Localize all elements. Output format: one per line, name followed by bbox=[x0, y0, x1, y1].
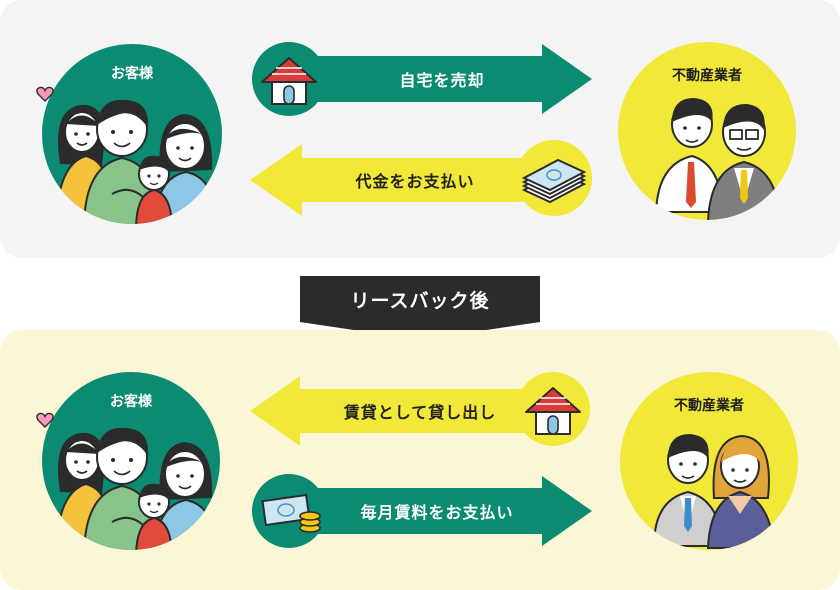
arrow-shape bbox=[250, 376, 560, 446]
company-label: 不動産業者 bbox=[672, 68, 742, 84]
heart-icon bbox=[36, 86, 54, 102]
leaseback-banner: リースバック後 bbox=[300, 276, 540, 340]
arrow-lease: 賃貸として貸し出し bbox=[250, 376, 590, 446]
cash-coins-icon bbox=[261, 494, 321, 533]
arrow-rent-label: 毎月賃料をお支払い bbox=[360, 503, 514, 522]
arrow-sell-label: 自宅を売却 bbox=[399, 71, 485, 90]
arrow-shape bbox=[250, 144, 560, 216]
house-badge bbox=[252, 42, 326, 116]
customer-circle-before: お客様 bbox=[42, 44, 222, 224]
banner-shape bbox=[300, 276, 540, 340]
house-icon bbox=[525, 387, 581, 435]
cash-badge bbox=[252, 474, 326, 548]
banner-label: リースバック後 bbox=[350, 289, 490, 312]
arrow-lease-label: 賃貸として貸し出し bbox=[343, 403, 497, 422]
heart-icon bbox=[36, 412, 54, 428]
company-label: 不動産業者 bbox=[674, 398, 744, 414]
arrow-payment-label: 代金をお支払い bbox=[355, 172, 475, 191]
arrow-sell-home: 自宅を売却 bbox=[252, 44, 592, 114]
company-circle-before: 不動産業者 bbox=[618, 42, 796, 220]
money-badge bbox=[516, 140, 592, 216]
customer-circle-after: お客様 bbox=[42, 372, 220, 550]
arrow-payment: 代金をお支払い bbox=[250, 144, 590, 216]
customer-label: お客様 bbox=[111, 66, 153, 82]
money-stack-icon bbox=[523, 159, 585, 203]
company-circle-after: 不動産業者 bbox=[620, 372, 798, 550]
arrow-shape bbox=[282, 44, 592, 114]
arrow-rent: 毎月賃料をお支払い bbox=[252, 476, 592, 546]
house-badge bbox=[516, 372, 590, 446]
arrow-shape bbox=[282, 476, 592, 546]
house-icon bbox=[261, 57, 317, 105]
customer-label: お客様 bbox=[110, 394, 152, 410]
